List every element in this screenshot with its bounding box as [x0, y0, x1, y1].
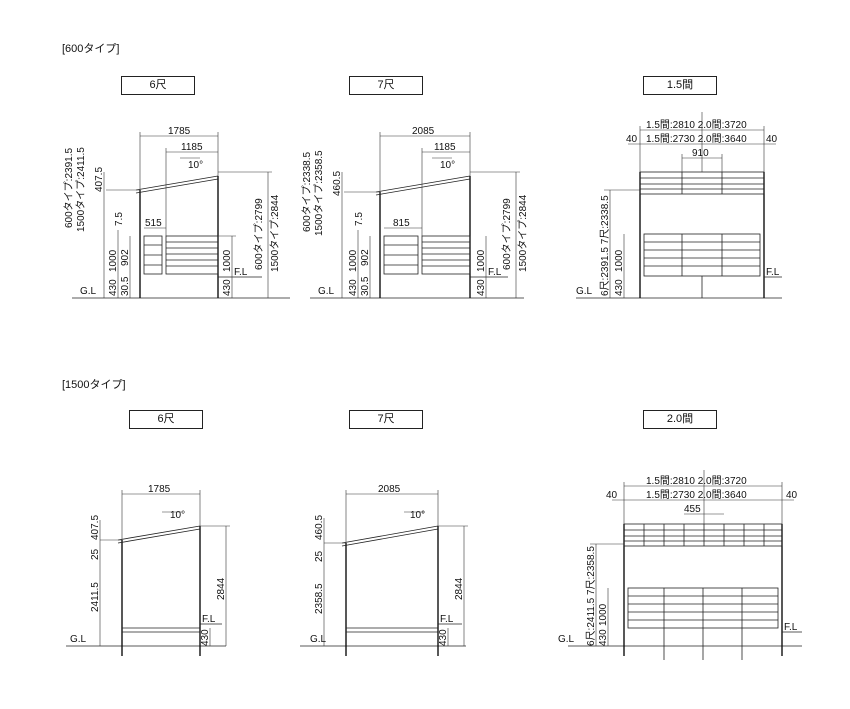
- drawing-600-7shaku: 2085 1185 10° 815 600タイプ:2338.5 1500タイプ:…: [301, 126, 529, 299]
- drawing-1500-2-0ken: 1.5間:2810 2.0間:3720 1.5間:2730 2.0間:3640 …: [558, 470, 802, 660]
- dim-600-total-b: 600タイプ:2799: [501, 198, 513, 270]
- drawing-600-1-5ken: 1.5間:2810 2.0間:3720 1.5間:2730 2.0間:3640 …: [576, 112, 782, 299]
- label-gl-f: G.L: [558, 634, 575, 645]
- label-7shaku-600: 7尺: [349, 76, 423, 95]
- dim-2358-5: 2358.5: [314, 583, 325, 614]
- label-gl-c: G.L: [576, 286, 593, 297]
- dim-total-outer: 1.5間:2810 2.0間:3720: [646, 119, 747, 131]
- label-fl-f: F.L: [784, 622, 798, 633]
- dim-side-height-b: 6尺:2411.5 7尺:2358.5: [585, 546, 597, 646]
- dim-1500-height: 1500タイプ:2411.5: [75, 147, 87, 232]
- dim-515: 515: [145, 218, 162, 229]
- dim-815: 815: [393, 218, 410, 229]
- dim-1000-f: 1000: [598, 603, 609, 626]
- dim-2085: 2085: [412, 126, 435, 137]
- dim-2411-5: 2411.5: [90, 582, 101, 612]
- dim-430-d: 430: [200, 629, 211, 646]
- dim-1000-right: 1000: [222, 249, 233, 272]
- dim-460-5-b: 460.5: [314, 515, 325, 540]
- dim-1500-height-b: 1500タイプ:2358.5: [313, 150, 325, 236]
- label-fl: F.L: [234, 267, 248, 278]
- dim-430-right-b: 430: [476, 279, 487, 296]
- label-gl: G.L: [80, 286, 97, 297]
- dim-30-5: 30.5: [120, 276, 131, 296]
- dim-total-outer-b: 1.5間:2810 2.0間:3720: [646, 475, 747, 487]
- dim-600-total: 600タイプ:2799: [253, 198, 265, 270]
- dim-1785: 1785: [168, 126, 191, 137]
- dim-455: 455: [684, 504, 701, 515]
- dim-1000: 1000: [108, 249, 119, 272]
- dim-angle-c: 10°: [170, 510, 185, 521]
- dim-430-c: 430: [614, 279, 625, 296]
- dim-7-5: 7.5: [114, 212, 125, 226]
- drawing-1500-7shaku: 2085 10° 460.5 25 2358.5 430 2844 F.L G.…: [300, 484, 468, 656]
- dim-angle-d: 10°: [410, 510, 425, 521]
- dim-1000-c: 1000: [614, 249, 625, 272]
- dim-2844: 2844: [216, 577, 227, 600]
- label-2-0ken-1500: 2.0間: [643, 410, 717, 429]
- dim-910: 910: [692, 148, 709, 159]
- dim-2844-b: 2844: [454, 577, 465, 600]
- dim-25-b: 25: [314, 550, 325, 562]
- dim-total-inner-b: 1.5間:2730 2.0間:3640: [646, 489, 747, 501]
- dim-430-left: 430: [108, 279, 119, 296]
- dim-40-right-b: 40: [786, 490, 798, 501]
- label-fl-c: F.L: [766, 267, 780, 278]
- dim-side-height: 6尺:2391.5 7尺:2338.5: [599, 195, 611, 296]
- dim-430-b: 430: [348, 279, 359, 296]
- dim-7-5-b: 7.5: [354, 212, 365, 226]
- dim-2085-b: 2085: [378, 484, 401, 495]
- dim-407-5-b: 407.5: [90, 515, 101, 540]
- label-fl-d: F.L: [202, 614, 216, 625]
- dim-460-5: 460.5: [332, 171, 343, 196]
- dim-1500-total: 1500タイプ:2844: [269, 194, 281, 272]
- section-600-type: [600タイプ]: [62, 43, 120, 55]
- dim-1185: 1185: [181, 142, 203, 153]
- label-fl-b: F.L: [488, 267, 502, 278]
- dim-1185-b: 1185: [434, 142, 456, 153]
- label-fl-e: F.L: [440, 614, 454, 625]
- dim-25: 25: [90, 548, 101, 560]
- dim-1000-right-b: 1000: [476, 249, 487, 272]
- dim-40-left-b: 40: [606, 490, 618, 501]
- dim-30-5-b: 30.5: [360, 276, 371, 296]
- drawing-1500-6shaku: 1785 10° 407.5 25 2411.5 430 2844 F.L G.…: [66, 484, 230, 656]
- dim-430-f: 430: [598, 629, 609, 646]
- dim-1000-b: 1000: [348, 249, 359, 272]
- section-1500-type: [1500タイプ]: [62, 379, 126, 391]
- label-gl-b: G.L: [318, 286, 335, 297]
- dim-total-inner: 1.5間:2730 2.0間:3640: [646, 133, 747, 145]
- dim-600-height: 600タイプ:2391.5: [63, 148, 75, 228]
- dim-angle-b: 10°: [440, 160, 455, 171]
- dim-1785-b: 1785: [148, 484, 171, 495]
- drawing-600-6shaku: 1785 1185 10° 515 600タイプ:2391.5 1500タイプ:…: [63, 126, 290, 299]
- label-6shaku-1500: 6尺: [129, 410, 203, 429]
- dim-600-height-b: 600タイプ:2338.5: [301, 152, 313, 232]
- dim-902: 902: [120, 249, 131, 266]
- dim-1500-total-b: 1500タイプ:2844: [517, 194, 529, 272]
- dim-902-b: 902: [360, 249, 371, 266]
- dim-40-right: 40: [766, 134, 778, 145]
- label-1-5ken-600: 1.5間: [643, 76, 717, 95]
- label-gl-d: G.L: [70, 634, 87, 645]
- dim-angle: 10°: [188, 160, 203, 171]
- dim-407-5: 407.5: [94, 167, 105, 192]
- label-6shaku-600: 6尺: [121, 76, 195, 95]
- dim-40-left: 40: [626, 134, 638, 145]
- dim-430-right: 430: [222, 279, 233, 296]
- label-7shaku-1500: 7尺: [349, 410, 423, 429]
- label-gl-e: G.L: [310, 634, 327, 645]
- dim-430-e: 430: [438, 629, 449, 646]
